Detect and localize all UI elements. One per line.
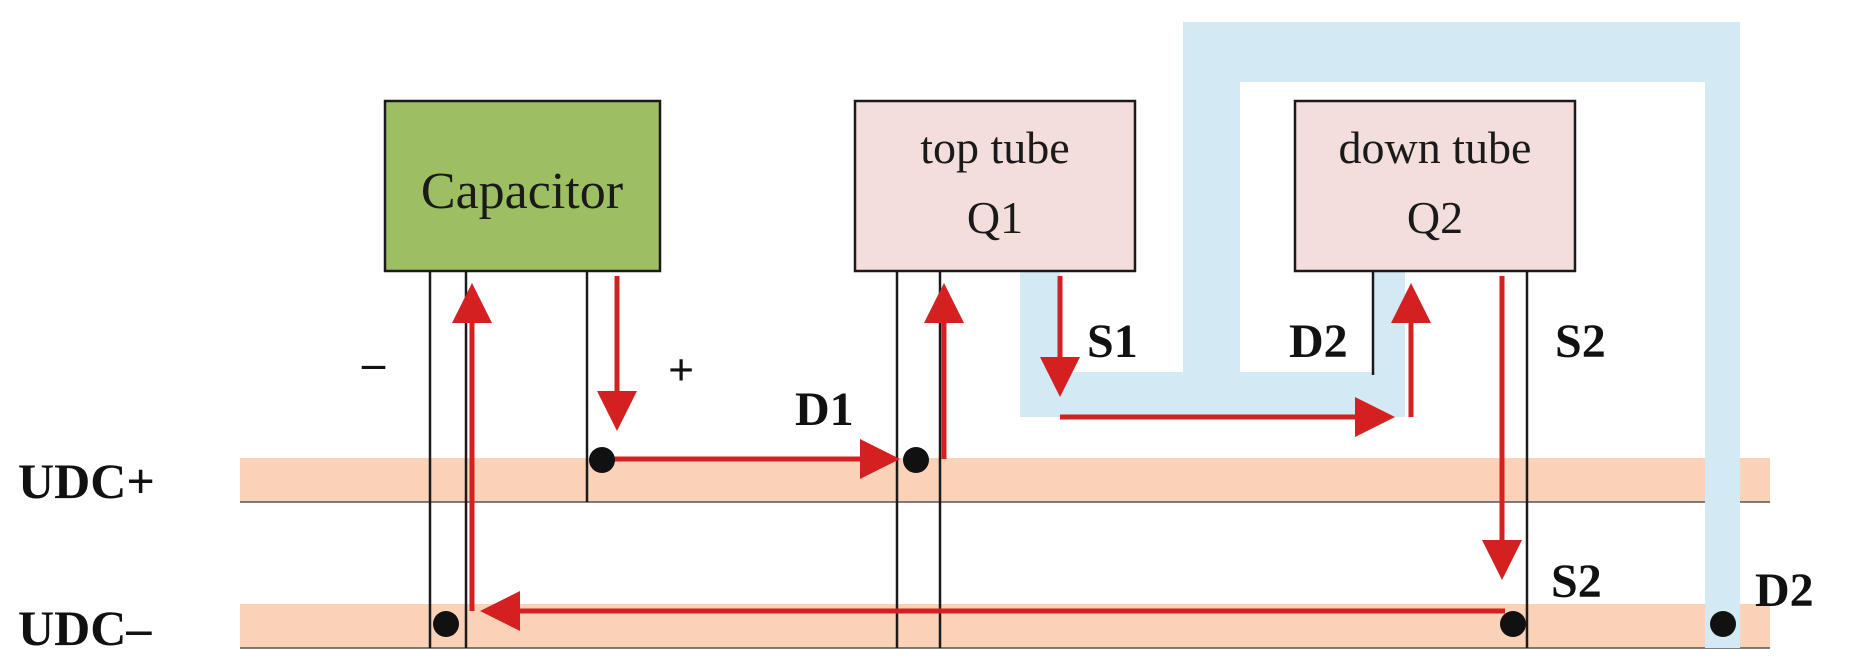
top-tube-q1-box	[853, 99, 1137, 273]
q2-label: Q2	[1407, 192, 1463, 243]
s1-label: S1	[1087, 315, 1138, 368]
udc-plus-d1-junction	[903, 447, 929, 473]
udc-plus-cap-junction	[589, 447, 615, 473]
d1-label: D1	[795, 383, 854, 436]
s1-d2-bridge	[1020, 372, 1405, 417]
minus-terminal-label: –	[361, 337, 386, 388]
udc-plus-bus	[240, 458, 1770, 502]
s2-upper-label: S2	[1555, 315, 1606, 368]
udc-plus-label: UDC+	[18, 453, 155, 509]
junction-dots	[433, 447, 1736, 637]
current-flow-paths	[452, 276, 1522, 631]
udc-minus-label: UDC–	[18, 600, 152, 656]
d2-upper-label: D2	[1289, 315, 1348, 368]
q1-label: Q1	[967, 192, 1023, 243]
plus-terminal-label: +	[668, 344, 694, 395]
capacitor-label: Capacitor	[421, 163, 623, 220]
d2-riser	[1372, 272, 1405, 417]
top-tube-label: top tube	[920, 122, 1069, 173]
capacitor-box	[383, 99, 662, 273]
udc-minus-d2-junction	[1710, 611, 1736, 637]
udc-minus-s2-junction	[1500, 611, 1526, 637]
udc-minus-cap-junction	[433, 611, 459, 637]
d2-return-connector	[1183, 22, 1740, 648]
d2-lower-label: D2	[1755, 564, 1814, 617]
down-tube-q2-box	[1293, 99, 1577, 273]
s2-lower-label: S2	[1551, 555, 1602, 608]
down-tube-label: down tube	[1339, 122, 1532, 173]
